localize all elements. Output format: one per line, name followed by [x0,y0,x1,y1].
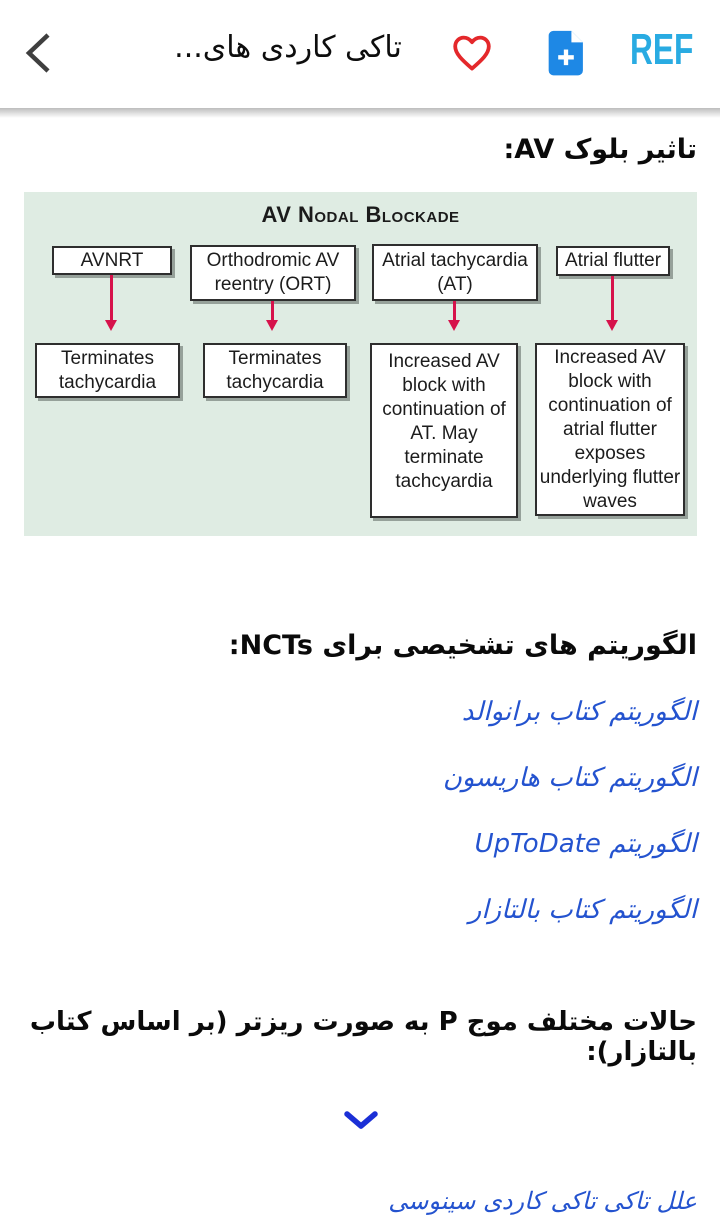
heading-p-wave-variants: حالات مختلف موج P به صورت ریزتر (بر اساس… [29,1007,697,1067]
heading-av-block-effect: تاثیر بلوک AV: [503,134,697,165]
arrow-down-icon [606,276,618,331]
diagram-box-avnrt: AVNRT [52,246,172,275]
favorite-button[interactable] [446,28,498,78]
arrow-down-icon [448,301,460,331]
expand-section-button[interactable] [339,1109,383,1135]
diagram-box-atrial-tachycardia: Atrial tachycardia (AT) [372,244,538,301]
link-algorithm-uptodate[interactable]: الگوریتم UpToDate [474,829,697,859]
diagram-box-avnrt-result: Terminates tachycardia [35,343,180,398]
link-algorithm-braunwald[interactable]: الگوریتم کتاب برانوالد [461,697,697,727]
app-bar: تاکی کاردی های... REF [0,0,720,108]
diagram-box-atrial-flutter: Atrial flutter [556,246,670,276]
page-title: تاکی کاردی های... [174,30,402,65]
diagram-box-orthodromic-result: Terminates tachycardia [203,343,347,398]
link-sinus-tachycardia-causes[interactable]: علل تاکی تاکی کاردی سینوسی [388,1187,697,1215]
ref-logo: REF [630,25,694,74]
back-button[interactable] [16,30,60,78]
heading-nct-algorithms: الگوریتم های تشخیصی برای NCTs: [228,630,697,661]
heart-icon [447,35,497,79]
link-algorithm-baltazar[interactable]: الگوریتم کتاب بالتازار [468,895,697,925]
references-button[interactable]: REF [630,22,718,78]
document-add-icon [540,30,592,83]
link-algorithm-harrison[interactable]: الگوریتم کتاب هاریسون [442,763,697,793]
diagram-box-orthodromic-reentry: Orthodromic AV reentry (ORT) [190,245,356,301]
av-nodal-blockade-diagram: AV Nodal Blockade AVNRT Orthodromic AV r… [24,192,697,536]
arrow-down-icon [266,301,278,331]
chevron-down-icon [343,1110,379,1134]
article-content: تاثیر بلوک AV: AV Nodal Blockade AVNRT O… [0,134,720,1215]
chevron-left-icon [20,33,56,79]
arrow-down-icon [105,275,117,331]
app-bar-shadow [0,108,720,118]
diagram-box-atrial-tachycardia-result: Increased AV block with continuation of … [370,343,518,518]
diagram-box-atrial-flutter-result: Increased AV block with continuation of … [535,343,685,516]
diagram-title: AV Nodal Blockade [261,202,460,227]
add-note-button[interactable] [538,26,594,82]
